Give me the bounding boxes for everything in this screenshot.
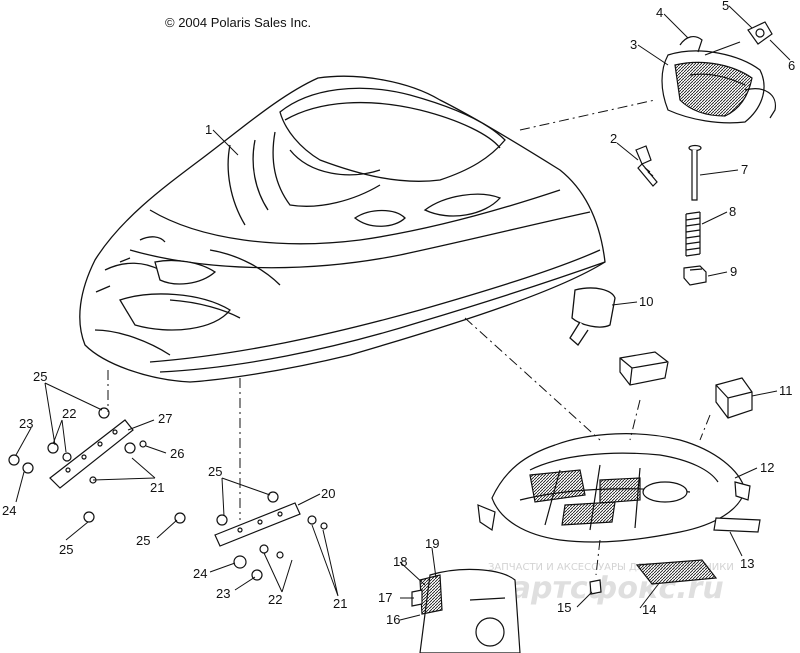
callout-12: 12 bbox=[760, 460, 774, 475]
callout-8: 8 bbox=[729, 204, 736, 219]
callout-25b: 25 bbox=[59, 542, 73, 557]
console-pan-part-12 bbox=[477, 433, 751, 543]
callout-5: 5 bbox=[722, 0, 729, 13]
hardware-nuts bbox=[8, 407, 328, 581]
callout-11: 11 bbox=[779, 383, 793, 398]
callout-19: 19 bbox=[425, 536, 439, 551]
callout-25c: 25 bbox=[208, 464, 222, 479]
nut-part-9 bbox=[683, 265, 707, 286]
callout-20: 20 bbox=[321, 486, 335, 501]
decal-part-13 bbox=[713, 517, 761, 533]
callout-10: 10 bbox=[639, 294, 653, 309]
callout-13: 13 bbox=[740, 556, 754, 571]
hood bbox=[79, 75, 606, 383]
copyright-text: © 2004 Polaris Sales Inc. bbox=[165, 15, 311, 30]
callout-21b: 21 bbox=[333, 596, 347, 611]
pin-part-7 bbox=[688, 144, 702, 201]
mirror-part-10 bbox=[569, 287, 616, 346]
foam-block-a bbox=[619, 351, 669, 386]
bracket-part-20 bbox=[214, 502, 301, 547]
callout-15: 15 bbox=[557, 600, 571, 615]
callout-24a: 24 bbox=[2, 503, 16, 518]
callout-25d: 25 bbox=[136, 533, 150, 548]
callout-6: 6 bbox=[788, 58, 795, 73]
callout-4: 4 bbox=[656, 5, 663, 20]
callout-22b: 22 bbox=[268, 592, 282, 607]
foam-block-b bbox=[715, 377, 753, 419]
callout-16: 16 bbox=[386, 612, 400, 627]
leader-lines bbox=[107, 99, 711, 576]
grille-part-14 bbox=[635, 559, 718, 585]
callout-2: 2 bbox=[610, 131, 617, 146]
callout-24b: 24 bbox=[193, 566, 207, 581]
callout-14: 14 bbox=[642, 602, 656, 617]
bracket-part-27 bbox=[49, 419, 134, 489]
callout-3: 3 bbox=[630, 37, 637, 52]
callout-21a: 21 bbox=[150, 480, 164, 495]
callout-18: 18 bbox=[393, 554, 407, 569]
callout-7: 7 bbox=[741, 162, 748, 177]
bolt-part-2 bbox=[635, 145, 658, 187]
callout-1: 1 bbox=[205, 122, 212, 137]
screw-part-15 bbox=[589, 579, 602, 595]
callout-17: 17 bbox=[378, 590, 392, 605]
callout-25a: 25 bbox=[33, 369, 47, 384]
callout-23a: 23 bbox=[19, 416, 33, 431]
callout-27: 27 bbox=[158, 411, 172, 426]
callout-22a: 22 bbox=[62, 406, 76, 421]
callout-labels: 1 2 3 4 5 6 7 8 9 10 11 12 13 14 15 16 1… bbox=[2, 0, 795, 627]
watermark-text: ЗАПЧАСТИ И АКСЕССУАРЫ ДЛЯ МОТОТЕХНИКИ bbox=[488, 562, 734, 573]
spring-part-8 bbox=[685, 211, 701, 257]
headlight-assembly bbox=[661, 21, 776, 124]
callout-leaders bbox=[15, 5, 791, 621]
lower-housing bbox=[411, 568, 521, 653]
callout-23b: 23 bbox=[216, 586, 230, 601]
callout-9: 9 bbox=[730, 264, 737, 279]
callout-26: 26 bbox=[170, 446, 184, 461]
